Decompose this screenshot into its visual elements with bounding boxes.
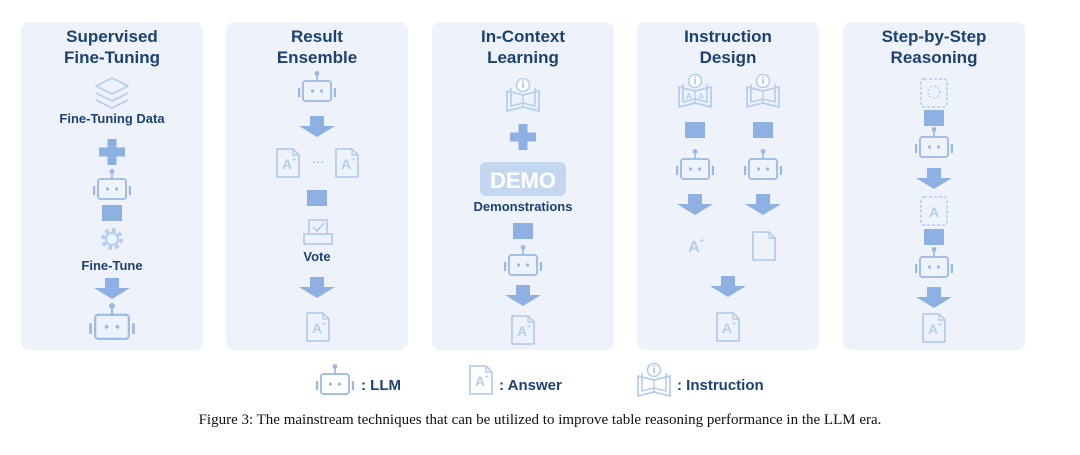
gear-icon xyxy=(101,228,123,250)
robot-icon xyxy=(914,246,954,278)
answer-doc-icon xyxy=(717,313,739,341)
svg-text:A: A xyxy=(929,204,939,220)
robot-icon xyxy=(297,70,337,102)
blank-doc-icon xyxy=(752,231,776,261)
panel-title: In-Context Learning xyxy=(432,26,614,68)
svg-text:A: A xyxy=(688,239,700,256)
panel-title: Result Ensemble xyxy=(226,26,408,68)
panel-title-line: Design xyxy=(699,48,757,67)
legend-answer-doc-icon xyxy=(470,366,492,394)
panel-title-line: Instruction xyxy=(684,27,772,46)
arrow-down-icon xyxy=(916,168,952,189)
robot-icon xyxy=(88,301,136,340)
label-fine-tuning-data: Fine-Tuning Data xyxy=(59,111,165,126)
answer-doc-icon xyxy=(512,316,534,344)
answer-doc-icon xyxy=(277,149,299,177)
instruction-book-icon xyxy=(506,77,540,112)
legend-instruction: : Instruction xyxy=(677,377,764,394)
answer-doc-icon xyxy=(923,314,945,342)
answer-doc-icon xyxy=(336,149,358,177)
stacked-data-icon xyxy=(95,77,129,110)
connector-square xyxy=(924,229,944,245)
ballot-box-icon xyxy=(303,219,333,245)
label-demonstrations: Demonstrations xyxy=(473,199,573,214)
robot-icon xyxy=(503,244,543,276)
arrow-down-icon xyxy=(299,277,335,298)
arrow-down-icon xyxy=(916,287,952,308)
connector-square xyxy=(924,110,944,126)
connector-square xyxy=(513,223,533,239)
panel-title-line: In-Context xyxy=(480,27,566,46)
reasoning-doc-icon xyxy=(920,78,948,108)
panel-title-line: Fine-Tuning xyxy=(64,48,160,67)
legend-llm: : LLM xyxy=(361,377,401,394)
robot-icon xyxy=(92,168,132,200)
arrow-down-icon xyxy=(505,285,541,306)
panel-title: Instruction Design xyxy=(637,26,819,68)
demo-badge-text: DEMO xyxy=(490,168,556,193)
legend-instruction-book-icon xyxy=(637,362,671,397)
connector-square xyxy=(307,190,327,206)
panel-title-line: Learning xyxy=(487,48,559,67)
plus-icon xyxy=(99,139,125,165)
svg-text:A: A xyxy=(686,92,692,101)
connector-square xyxy=(102,205,122,221)
panel-title-line: Step-by-Step xyxy=(881,27,987,46)
panel-title: Supervised Fine-Tuning xyxy=(21,26,203,68)
plus-icon xyxy=(510,124,536,150)
label-vote: Vote xyxy=(303,249,331,264)
arrow-down-icon xyxy=(745,194,781,215)
panel-title-line: Supervised xyxy=(66,27,158,46)
connector-square xyxy=(753,122,773,138)
instruction-book-icon xyxy=(746,73,780,108)
legend-robot-icon xyxy=(315,363,355,395)
panel-title-line: Reasoning xyxy=(890,48,978,67)
connector-square xyxy=(685,122,705,138)
arrow-down-icon xyxy=(710,276,746,297)
arrow-down-icon xyxy=(94,278,130,299)
label-fine-tune: Fine-Tune xyxy=(81,258,143,273)
arrow-down-icon xyxy=(299,116,335,137)
panel-title: Step-by-Step Reasoning xyxy=(843,26,1025,68)
reasoning-answer-icon: A xyxy=(920,196,948,226)
panel-title-line: Result xyxy=(291,27,343,46)
demo-badge xyxy=(480,162,566,196)
ellipsis: ··· xyxy=(312,154,325,169)
svg-text:A: A xyxy=(698,92,704,101)
robot-icon xyxy=(914,126,954,158)
answer-doc-icon xyxy=(307,313,329,341)
figure-caption: Figure 3: The mainstream techniques that… xyxy=(198,412,882,428)
robot-icon xyxy=(743,148,783,180)
arrow-down-icon xyxy=(677,194,713,215)
svg-text:+: + xyxy=(700,236,705,245)
legend-answer: : Answer xyxy=(499,377,562,394)
panel-title-line: Ensemble xyxy=(276,48,358,67)
instruction-answer-book-icon: A A xyxy=(678,73,712,108)
answer-mark-icon: A + xyxy=(688,236,704,256)
robot-icon xyxy=(675,148,715,180)
